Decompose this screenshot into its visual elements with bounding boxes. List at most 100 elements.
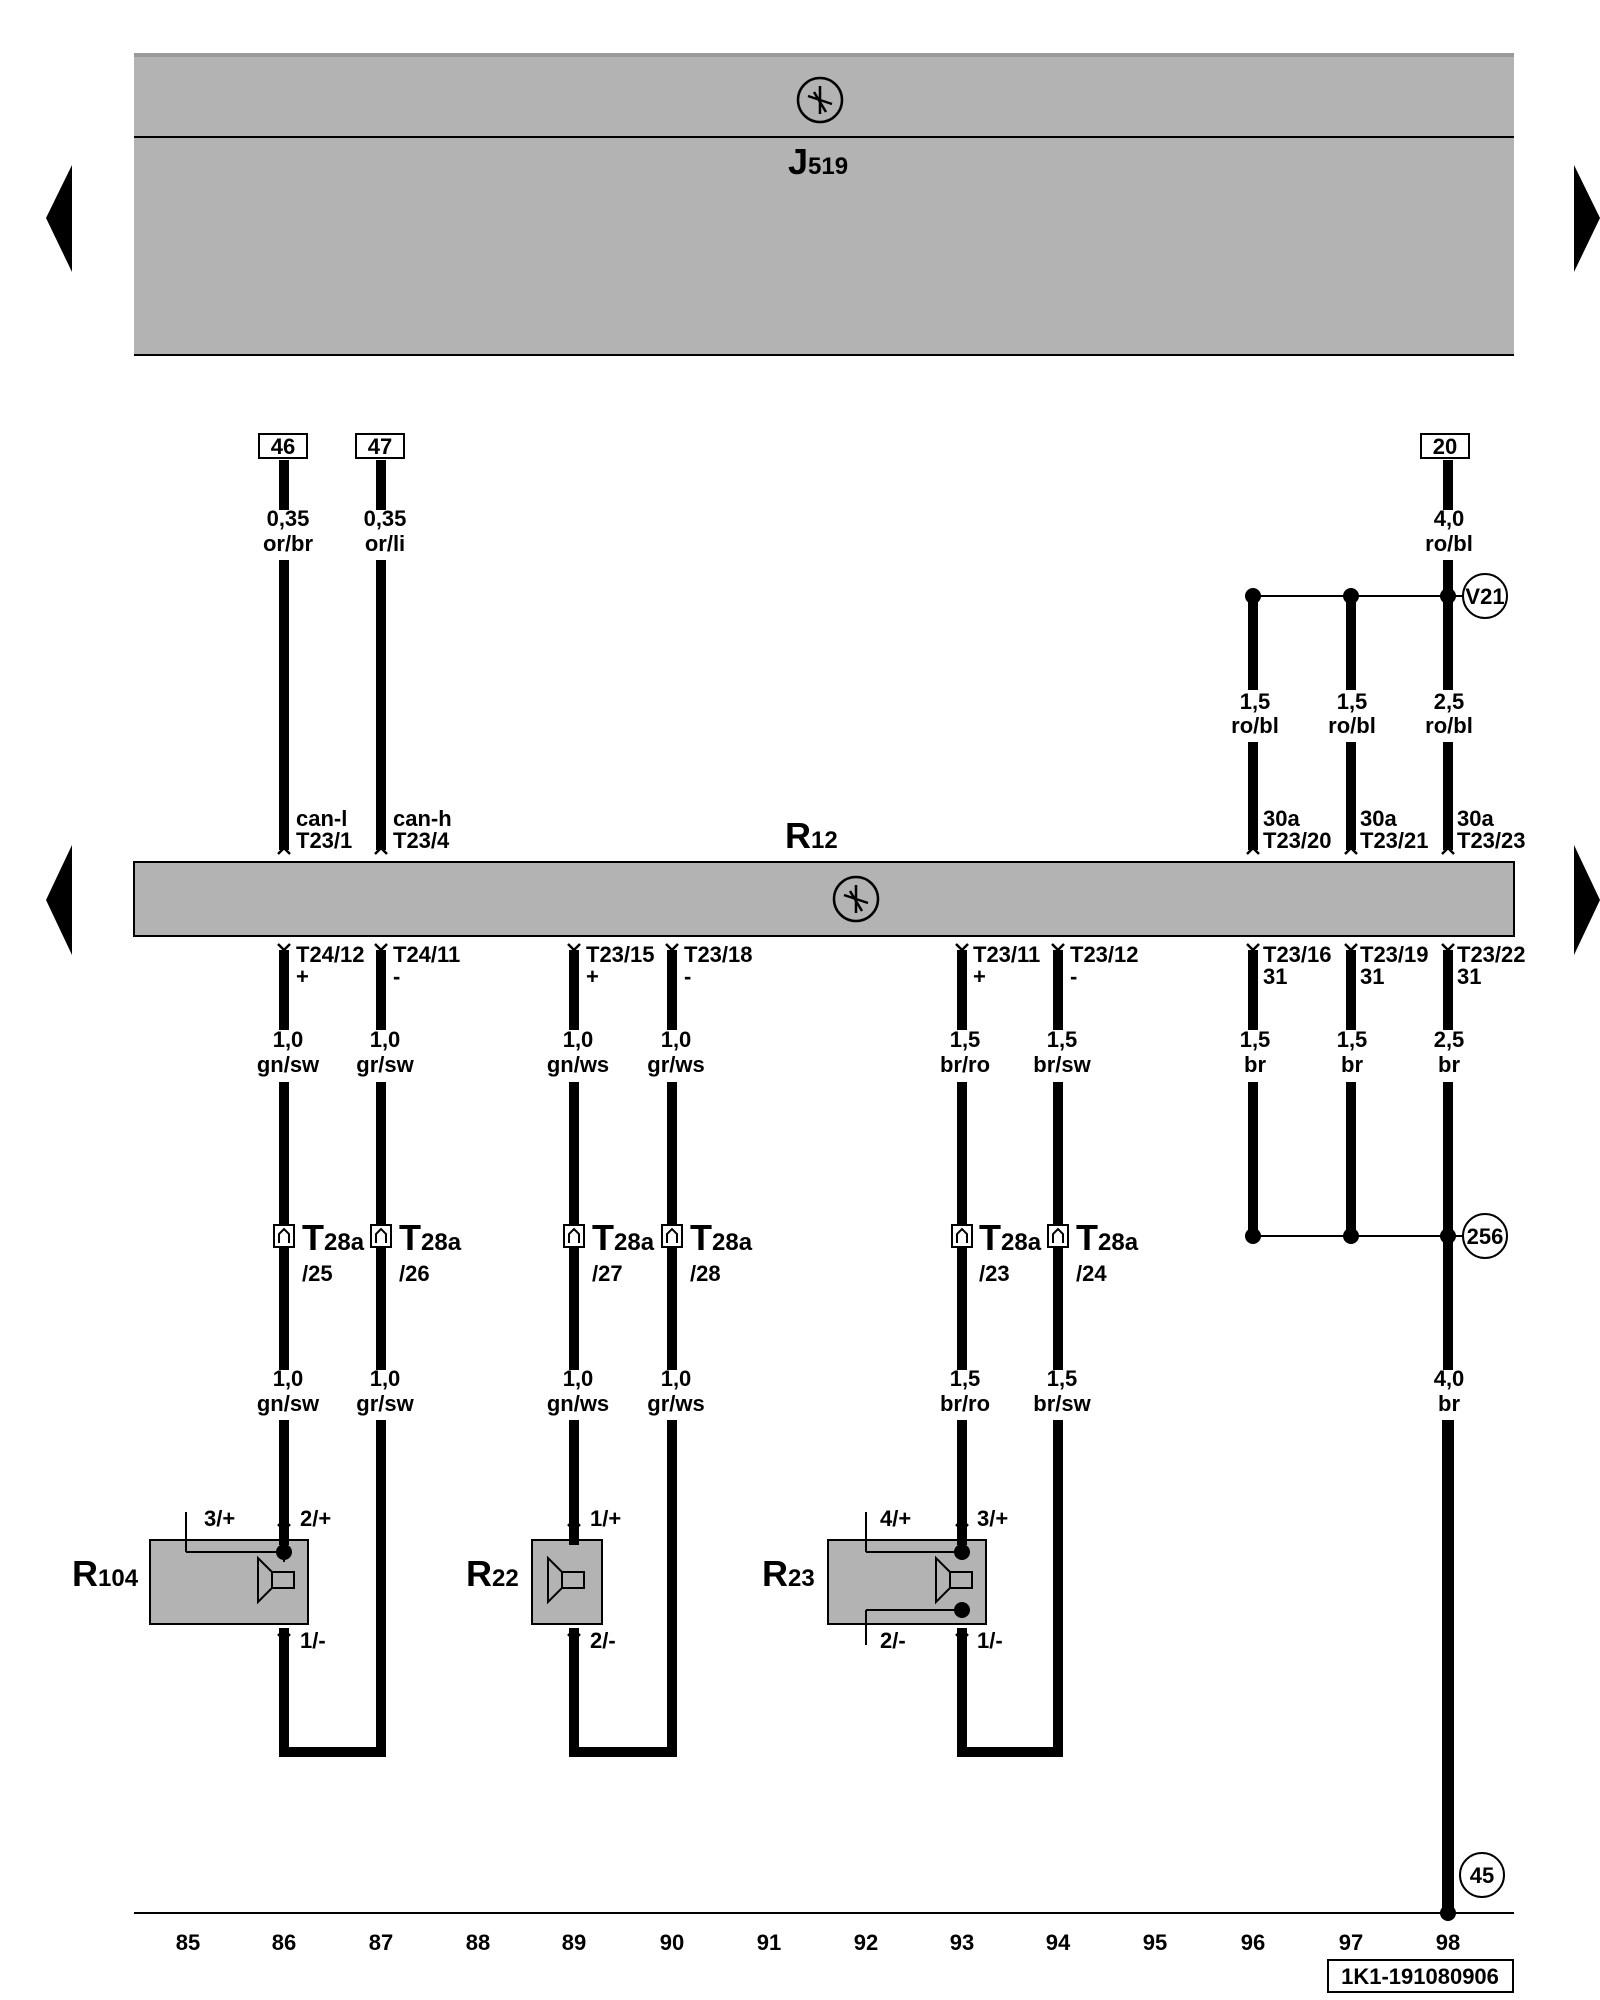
- wire-label-size: 1,0: [370, 1027, 401, 1052]
- pin-polarity-label: +: [296, 964, 309, 989]
- wire-label-color: br/sw: [1033, 1391, 1091, 1416]
- wire-label-size: 0,35: [267, 506, 310, 531]
- pin-function-label: 31: [1263, 964, 1287, 989]
- grid-number: 98: [1436, 1930, 1460, 1955]
- pin-arrow: [1441, 846, 1455, 855]
- pin-label: 2/-: [590, 1628, 616, 1653]
- connector-pin-symbol: [1052, 1227, 1064, 1243]
- side-arrow-right-top[interactable]: [1574, 165, 1600, 272]
- wire-label-color: gn/sw: [257, 1052, 320, 1077]
- module-r12-box: [133, 861, 1515, 937]
- pin-label: T23/22: [1457, 942, 1526, 967]
- svg-text:256: 256: [1467, 1224, 1504, 1249]
- control-unit-icon: [796, 76, 844, 124]
- wire-label-size: 1,5: [1240, 1027, 1271, 1052]
- wire-label-color: gr/sw: [356, 1391, 414, 1416]
- node-256[interactable]: 256: [1462, 1213, 1508, 1259]
- pin-label: T23/1: [296, 828, 352, 853]
- pin-arrow: [1441, 943, 1455, 952]
- connector-pin-label: /24: [1076, 1261, 1107, 1286]
- wire-label-size: 1,5: [950, 1027, 981, 1052]
- pin-function-label: 31: [1360, 964, 1384, 989]
- pin-label: T23/4: [393, 828, 450, 853]
- pin-label: T23/19: [1360, 942, 1429, 967]
- control-unit-icon: [832, 875, 880, 923]
- wire-label-color: gn/sw: [257, 1391, 320, 1416]
- pin-arrow: [374, 943, 388, 952]
- speaker-r22-label: R22: [466, 1553, 519, 1594]
- connector-pin-label: /25: [302, 1261, 333, 1286]
- grid-number: 93: [950, 1930, 974, 1955]
- ref-box-20[interactable]: 20: [1420, 433, 1470, 459]
- ref-box-47[interactable]: 47: [355, 433, 405, 459]
- grid-number: 94: [1046, 1930, 1071, 1955]
- pin-label: T24/11: [393, 942, 460, 967]
- wire-label-color: gr/ws: [647, 1391, 704, 1416]
- pin-polarity-label: -: [393, 964, 400, 989]
- node-45[interactable]: 45: [1459, 1852, 1505, 1898]
- side-arrow-left-middle[interactable]: [46, 845, 72, 955]
- pin-label: T23/15: [586, 942, 655, 967]
- pin-arrow: [1344, 846, 1358, 855]
- wire-label-color: gr/sw: [356, 1052, 414, 1077]
- connector-pin-symbol: [375, 1227, 387, 1243]
- grid-number: 85: [176, 1930, 200, 1955]
- pin-arrow: [277, 1633, 291, 1642]
- wire-label-color: or/br: [263, 531, 314, 556]
- module-r12-label: R12: [785, 815, 838, 856]
- pin-arrow: [1051, 943, 1065, 952]
- pin-polarity-label: -: [684, 964, 691, 989]
- side-arrow-right-middle[interactable]: [1574, 845, 1600, 955]
- pin-label: T23/18: [684, 942, 753, 967]
- svg-text:V21: V21: [1465, 584, 1504, 609]
- pin-label: 2/-: [880, 1628, 906, 1653]
- pin-arrow: [955, 1633, 969, 1642]
- pin-function-label: can-h: [393, 806, 452, 831]
- pin-label: T23/12: [1070, 942, 1139, 967]
- wire-label-size: 1,0: [563, 1027, 594, 1052]
- wire-label-size: 1,5: [1337, 1027, 1368, 1052]
- wire-label-size: 4,0: [1434, 506, 1465, 531]
- wire-label-color: gr/ws: [647, 1052, 704, 1077]
- pin-function-label: 30a: [1457, 806, 1494, 831]
- pin-arrow: [1344, 943, 1358, 952]
- wire-label-color: gn/ws: [547, 1052, 609, 1077]
- connector-pin-label: /23: [979, 1261, 1010, 1286]
- connector-pin-symbol: [568, 1227, 580, 1243]
- grid-number: 92: [854, 1930, 878, 1955]
- speaker-r104-label: R104: [72, 1553, 139, 1594]
- wire-label-size: 1,5: [1240, 689, 1271, 714]
- document-id-box: 1K1-191080906: [1327, 1959, 1514, 1993]
- grid-number: 89: [562, 1930, 586, 1955]
- side-arrow-left-top[interactable]: [46, 165, 72, 272]
- grid-number: 90: [660, 1930, 684, 1955]
- wire-label-size: 1,5: [1047, 1027, 1078, 1052]
- wire-label-size: 1,0: [273, 1027, 304, 1052]
- wire-label-size: 1,0: [273, 1366, 304, 1391]
- pin-label: T23/21: [1360, 828, 1429, 853]
- wire-label-size: 1,0: [661, 1366, 692, 1391]
- connector-pin-label: /28: [690, 1261, 721, 1286]
- grid-numbers: 85 86 87 88 89 90 91 92 93 94 95 96 97 9…: [176, 1930, 1460, 1955]
- wire-label-size: 1,5: [950, 1366, 981, 1391]
- ref-box-46[interactable]: 46: [258, 433, 308, 459]
- connector-pin-label: /26: [399, 1261, 430, 1286]
- speaker-icon: [949, 1571, 973, 1589]
- node-v21[interactable]: V21: [1462, 573, 1508, 619]
- junction-dot: [954, 1602, 970, 1618]
- wire-label-size: 1,5: [1337, 689, 1368, 714]
- pin-arrow: [955, 1518, 969, 1527]
- speaker-icon: [257, 1555, 273, 1605]
- module-j519-box: [134, 55, 1514, 355]
- pin-label: 2/+: [300, 1506, 331, 1531]
- pin-label: T23/16: [1263, 942, 1332, 967]
- pin-function-label: 30a: [1360, 806, 1397, 831]
- wire-label-color: br/sw: [1033, 1052, 1091, 1077]
- speaker-r23-label: R23: [762, 1553, 815, 1594]
- pin-label: 1/-: [977, 1628, 1003, 1653]
- connector-label: T28a: [979, 1217, 1042, 1258]
- pin-function-label: 30a: [1263, 806, 1300, 831]
- pin-label: 1/+: [590, 1506, 621, 1531]
- pin-function-label: can-l: [296, 806, 347, 831]
